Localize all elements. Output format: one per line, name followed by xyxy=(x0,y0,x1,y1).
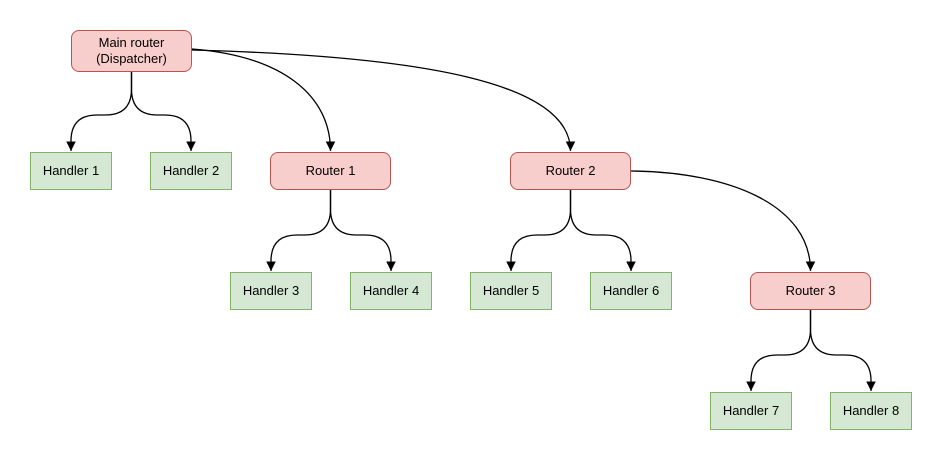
node-handler-3: Handler 3 xyxy=(230,272,312,310)
node-router-3: Router 3 xyxy=(750,272,871,310)
edge-router-3-to-handler-8 xyxy=(809,310,876,391)
node-handler-2: Handler 2 xyxy=(150,152,232,190)
node-main-router: Main router (Dispatcher) xyxy=(71,30,192,72)
edge-main-to-router-2 xyxy=(191,49,576,152)
node-handler-6: Handler 6 xyxy=(590,272,672,310)
edge-router-2-to-handler-6 xyxy=(569,190,636,271)
node-handler-4: Handler 4 xyxy=(350,272,432,310)
edge-router-2-to-handler-5 xyxy=(506,190,572,271)
node-handler-5: Handler 5 xyxy=(470,272,552,310)
node-router-2: Router 2 xyxy=(510,152,631,190)
edge-router-1-to-handler-4 xyxy=(329,190,396,271)
edge-router-2-to-router-3 xyxy=(630,170,816,272)
edge-router-3-to-handler-7 xyxy=(746,310,812,391)
edge-main-to-handler-2 xyxy=(130,72,196,151)
node-handler-8: Handler 8 xyxy=(830,392,912,430)
node-router-1: Router 1 xyxy=(270,152,391,190)
node-handler-1: Handler 1 xyxy=(30,152,112,190)
node-handler-7: Handler 7 xyxy=(710,392,792,430)
edge-main-to-router-1 xyxy=(191,48,336,152)
edge-router-1-to-handler-3 xyxy=(266,190,332,271)
edge-main-to-handler-1 xyxy=(66,72,133,151)
